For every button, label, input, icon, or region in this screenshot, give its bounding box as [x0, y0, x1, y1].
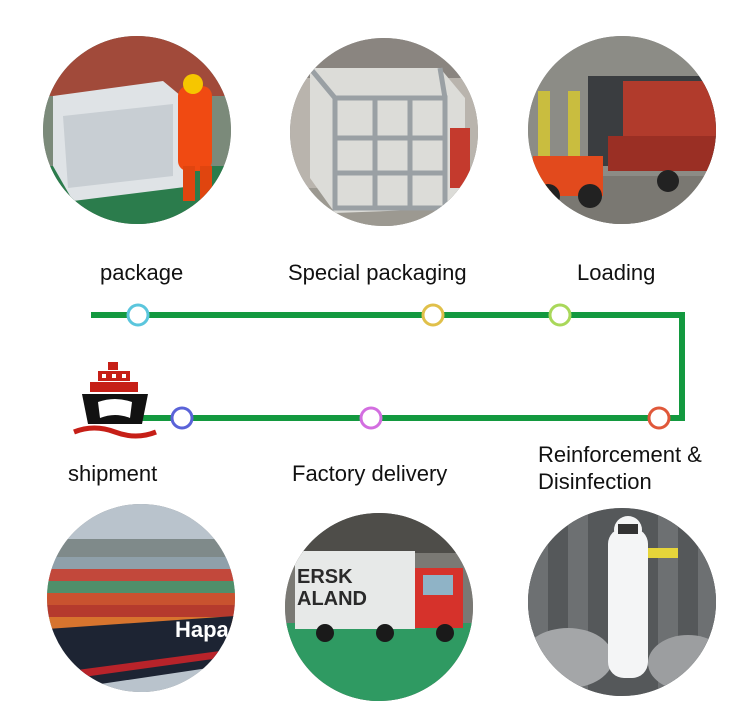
label-loading: Loading [577, 260, 656, 285]
dot-loading [548, 303, 572, 327]
ship-icon [73, 362, 157, 439]
ship-icon-funnel [108, 362, 118, 370]
dot-special-packaging [421, 303, 445, 327]
label-reinforcement-disinfection: Reinforcement & Disinfection [538, 442, 702, 494]
ship-icon-deck-mid [90, 382, 138, 392]
dot-reinforcement [647, 406, 671, 430]
label-special-packaging: Special packaging [288, 260, 467, 285]
dot-package [126, 303, 150, 327]
dot-factory-delivery [359, 406, 383, 430]
label-factory-delivery: Factory delivery [292, 461, 448, 486]
loading-photo [528, 36, 716, 224]
shipment-photo: Hapag [47, 504, 235, 692]
truck-container-text-1: ERSK [297, 566, 353, 588]
label-package: package [100, 260, 184, 285]
truck-container-text-2: ALAND [297, 588, 367, 610]
route-line [91, 312, 685, 421]
label-shipment: shipment [68, 461, 158, 486]
dot-shipment [170, 406, 194, 430]
package-photo [43, 36, 231, 224]
ship-hull-text: Hapag [175, 617, 235, 642]
